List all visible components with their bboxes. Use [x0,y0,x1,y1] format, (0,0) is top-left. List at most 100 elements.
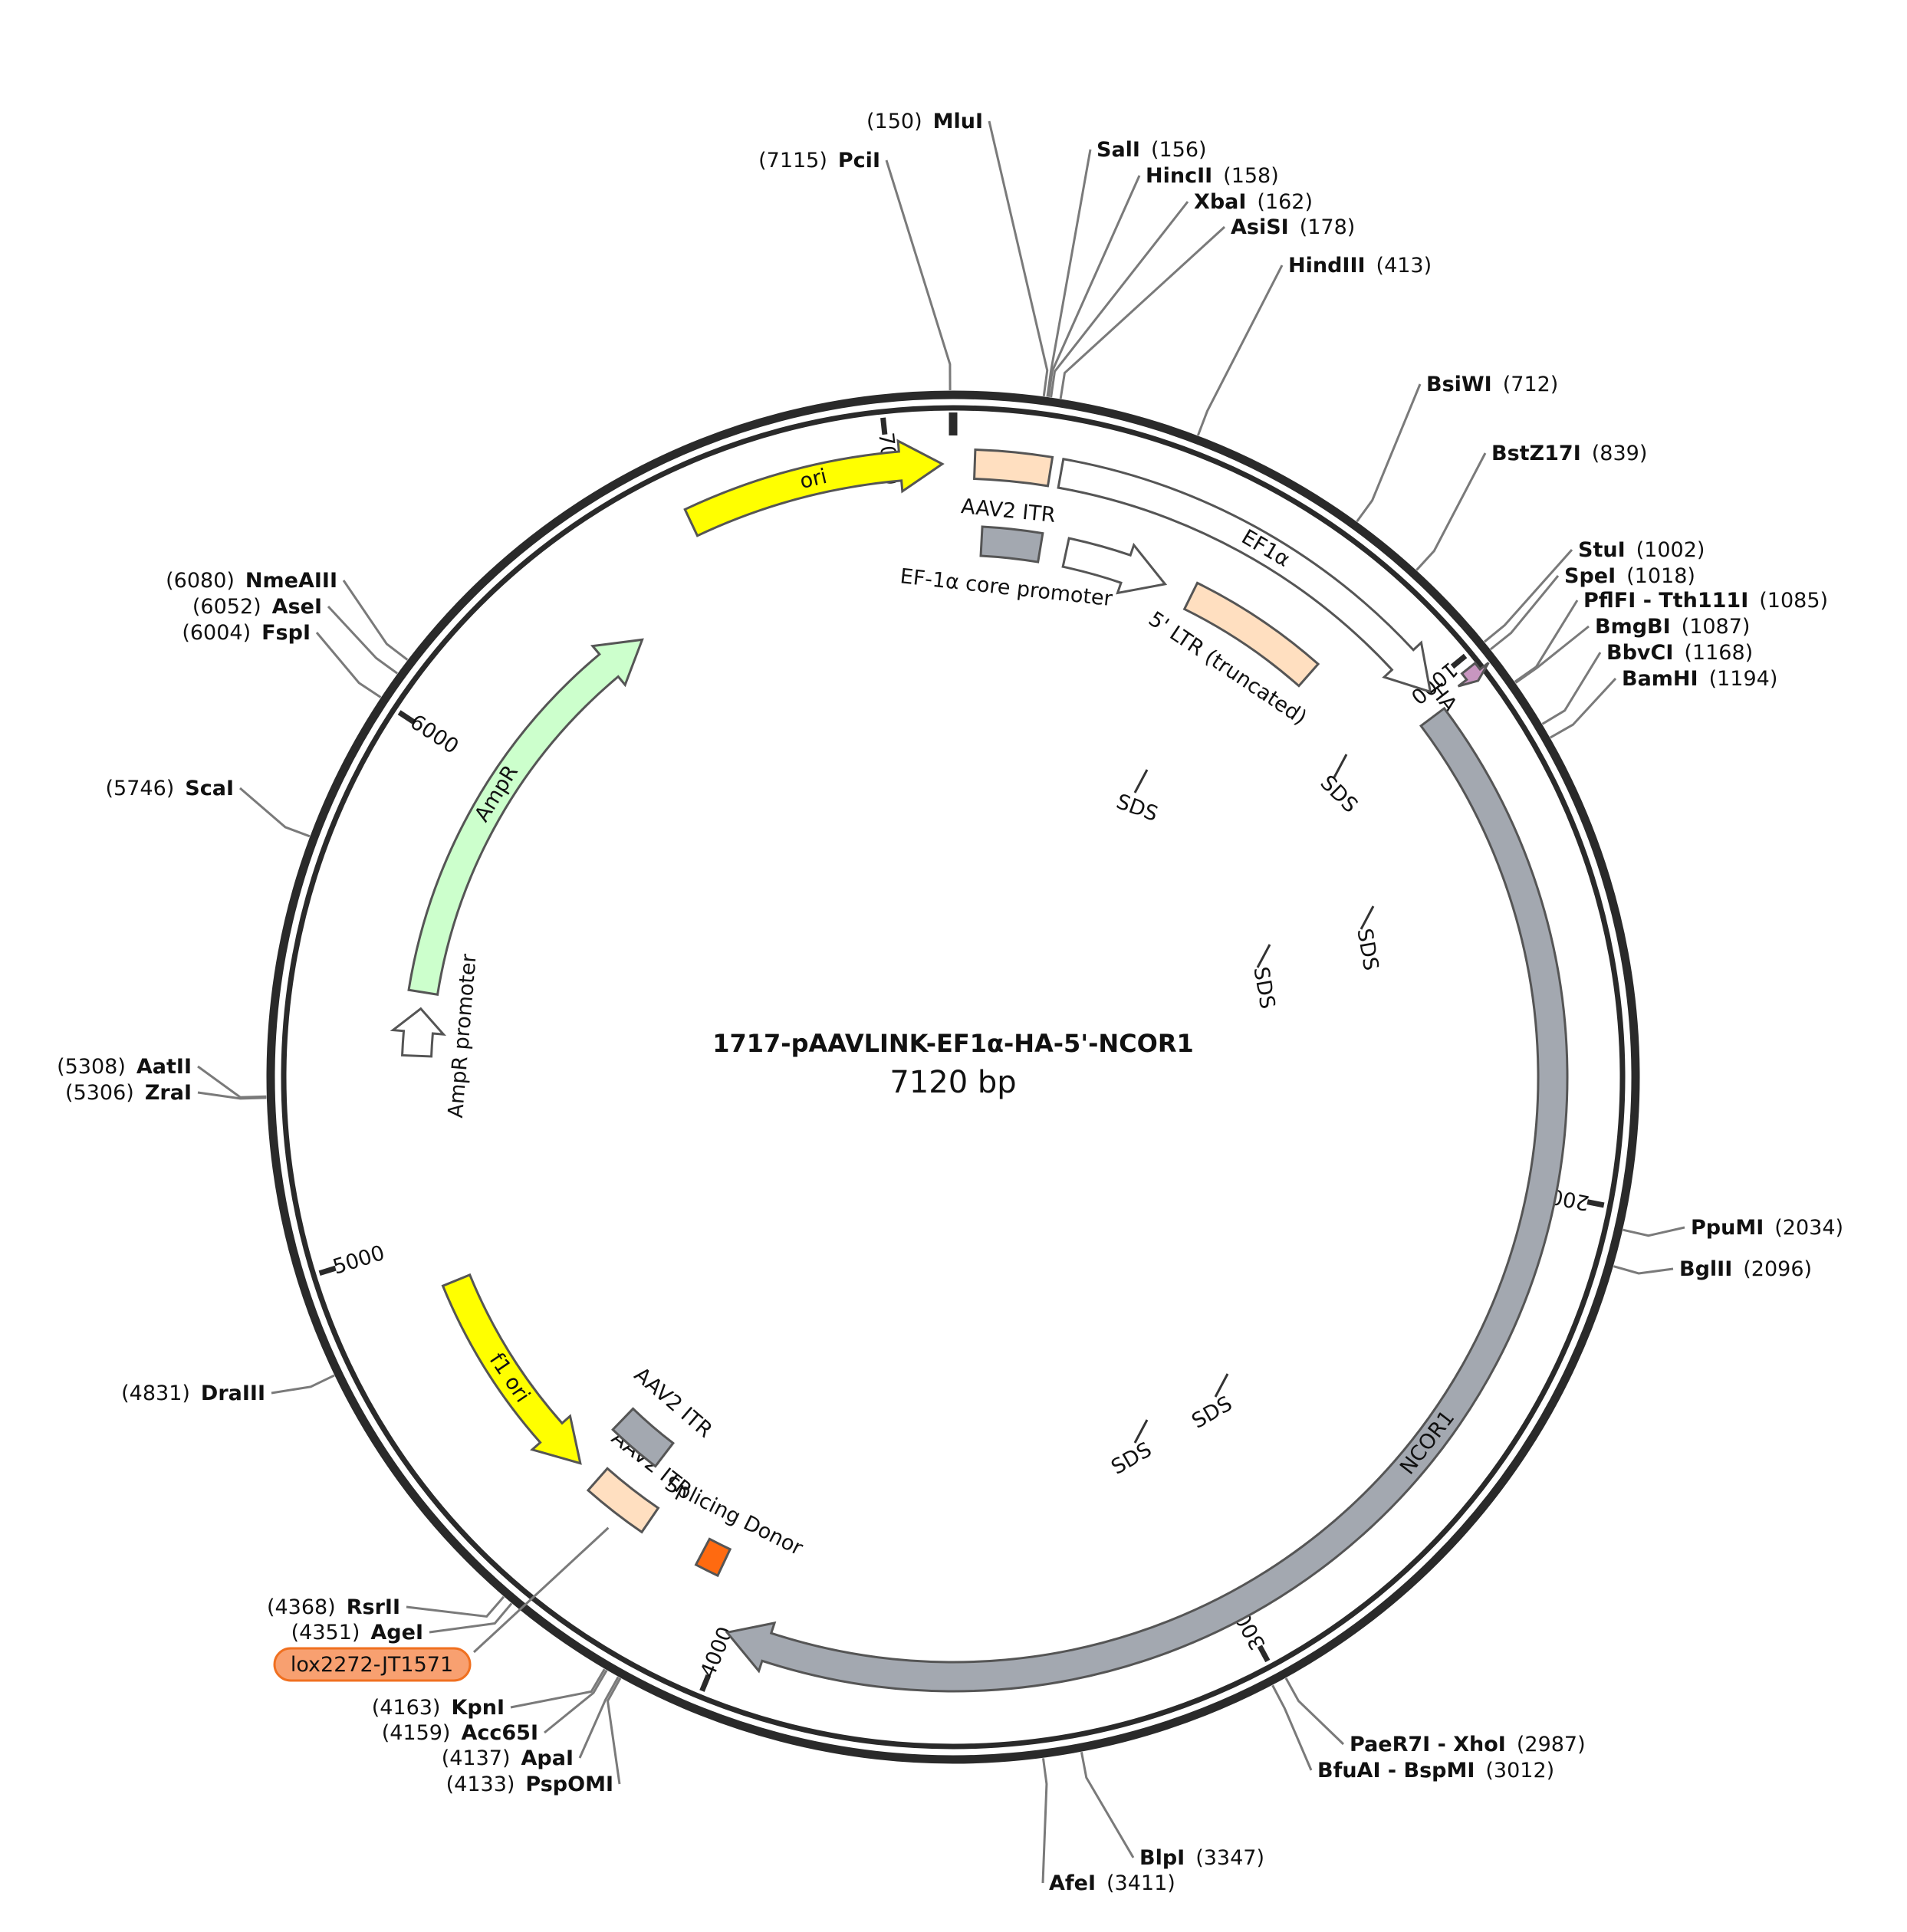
enzyme-pflfi-tth111i: PflFI - Tth111I(1085) [1583,589,1828,613]
tick-1000 [1450,653,1468,669]
enzyme-line-MluI [988,120,1049,397]
enzyme-line-HincII [1047,175,1141,397]
enzyme-line-AfeI [1041,1758,1048,1884]
feature-ampr [407,638,644,996]
enzyme-line-ZraI [197,1091,267,1100]
enzyme-bstz17i: BstZ17I(839) [1491,442,1647,465]
enzyme-line-PaeR7I-XhoI [1284,1677,1345,1746]
enzyme-bglii: BglII(2096) [1679,1257,1812,1281]
lox-tag-box [273,1647,472,1682]
enzyme-line-AatII [197,1065,267,1099]
enzyme-line-AsiSI [1059,225,1226,399]
enzyme-line-XbaI [1050,201,1189,398]
enzyme-sali: SalI(156) [1097,138,1207,162]
enzyme-line-Acc65I [544,1669,608,1734]
lox-tag-label: lox2272-JT1571 [291,1653,453,1677]
enzyme-labels: (7115)PciI(150)MluISalI(156)HincII(158)X… [57,110,1843,1895]
enzyme-asei: (6052)AseI [192,595,322,619]
sds-label: SDS [1113,790,1161,826]
enzyme-line-RsrII [406,1595,505,1618]
enzyme-paer7i-xhoi: PaeR7I - XhoI(2987) [1350,1733,1586,1756]
feature-ampr-promoter [390,1007,446,1058]
feature-ori [683,439,945,537]
tick-4000 [699,1674,712,1692]
sds-mark: SDS [1352,905,1383,973]
feature-ltr5 [1182,581,1320,688]
enzyme-draiii: (4831)DraIII [121,1382,265,1405]
sds-tick [1133,769,1149,794]
enzyme-kpni: (4163)KpnI [372,1696,505,1720]
tick-2000 [1586,1199,1605,1208]
enzyme-scai: (5746)ScaI [106,777,235,800]
enzyme-line-BglII [1613,1265,1674,1275]
feature-f1-ori [441,1273,582,1465]
tick-3000 [1257,1644,1271,1663]
sds-label: SDS [1248,965,1279,1011]
plasmid-size: 7120 bp [889,1065,1016,1100]
enzyme-line-PciI [885,159,952,391]
sds-mark: SDS [1107,1419,1156,1480]
sds-mark: SDS [1113,769,1161,826]
sds-mark: SDS [1316,754,1362,817]
tick-label-6000: 6000 [406,710,462,759]
enzyme-bmgbi: BmgBI(1087) [1595,615,1750,639]
feature-label-ampr-promoter: AmpR promoter [444,952,482,1119]
sds-marks: SDS SDS SDS SDS SDS SDS [1107,754,1383,1480]
enzyme-line-BbvCI [1541,652,1602,725]
sds-label: SDS [1352,927,1383,973]
backbone-outer-ring [266,390,1640,1764]
enzyme-nmeaiii: (6080)NmeAIII [166,569,337,593]
sds-mark: SDS [1248,944,1279,1011]
enzyme-line-BmgBI [1514,625,1590,684]
enzyme-zrai: (5306)ZraI [65,1081,192,1105]
feature-ef1a [1057,457,1432,694]
enzyme-line-PpuMI [1623,1226,1685,1237]
sds-mark: SDS [1188,1373,1236,1434]
enzyme-line-PflFI-Tth111I [1514,600,1579,683]
enzyme-blpi: BlpI(3347) [1139,1846,1264,1870]
tick-6000 [397,710,415,724]
enzyme-fspi: (6004)FspI [182,621,311,645]
sds-tick [1133,1419,1149,1444]
enzyme-stui: StuI(1002) [1578,538,1705,562]
enzyme-rsrii: (4368)RsrII [267,1595,400,1619]
enzyme-line-SalI [1046,149,1092,397]
feature-ef1a-core [979,525,1044,564]
enzyme-line-FspI [315,632,382,698]
enzyme-xbai: XbaI(162) [1194,190,1313,214]
enzyme-line-NmeAIII [342,580,409,661]
enzyme-aatii: (5308)AatII [57,1055,192,1079]
enzyme-line-ApaI [578,1676,620,1759]
enzyme-hindiii: HindIII(413) [1288,254,1432,278]
sds-label: SDS [1188,1392,1236,1433]
lox-tag: lox2272-JT1571 [273,1526,610,1682]
enzyme-bsiwi: BsiWI(712) [1426,373,1558,396]
feature-ef1a-core-arrow [1061,537,1168,595]
sds-tick [1256,944,1271,968]
feature-aav2-itr-top [973,448,1054,488]
enzyme-line-BlpI [1080,1751,1135,1858]
enzyme-line-KpnI [510,1668,606,1709]
enzyme-bamhi: BamHI(1194) [1622,667,1777,691]
feature-aav2-itr-gray [611,1407,675,1468]
enzyme-line-BfuAI-BspMI [1271,1684,1313,1771]
feature-splicing-donor [694,1537,732,1578]
plasmid-backbone [266,390,1640,1764]
backbone-inner-ring [281,405,1626,1750]
enzyme-hincii: HincII(158) [1146,164,1279,188]
sds-tick [1333,754,1348,778]
tick-5000 [318,1265,337,1276]
feature-ncor1 [725,706,1569,1693]
enzyme-spei: SpeI(1018) [1564,564,1695,588]
feature-label-splicing-donor: Splicing Donor [661,1472,807,1561]
sds-tick [1214,1373,1229,1398]
enzyme-asisi: AsiSI(178) [1231,215,1355,239]
enzyme-mlui: (150)MluI [866,110,983,133]
lox-tag-line [472,1526,610,1654]
plasmid-name: 1717-pAAVLINK-EF1α-HA-5'-NCOR1 [712,1029,1194,1058]
enzyme-ppumi: PpuMI(2034) [1691,1216,1843,1240]
sds-tick [1360,905,1375,930]
tick-label-5000: 5000 [330,1241,388,1280]
enzyme-line-BsiWI [1356,383,1422,523]
